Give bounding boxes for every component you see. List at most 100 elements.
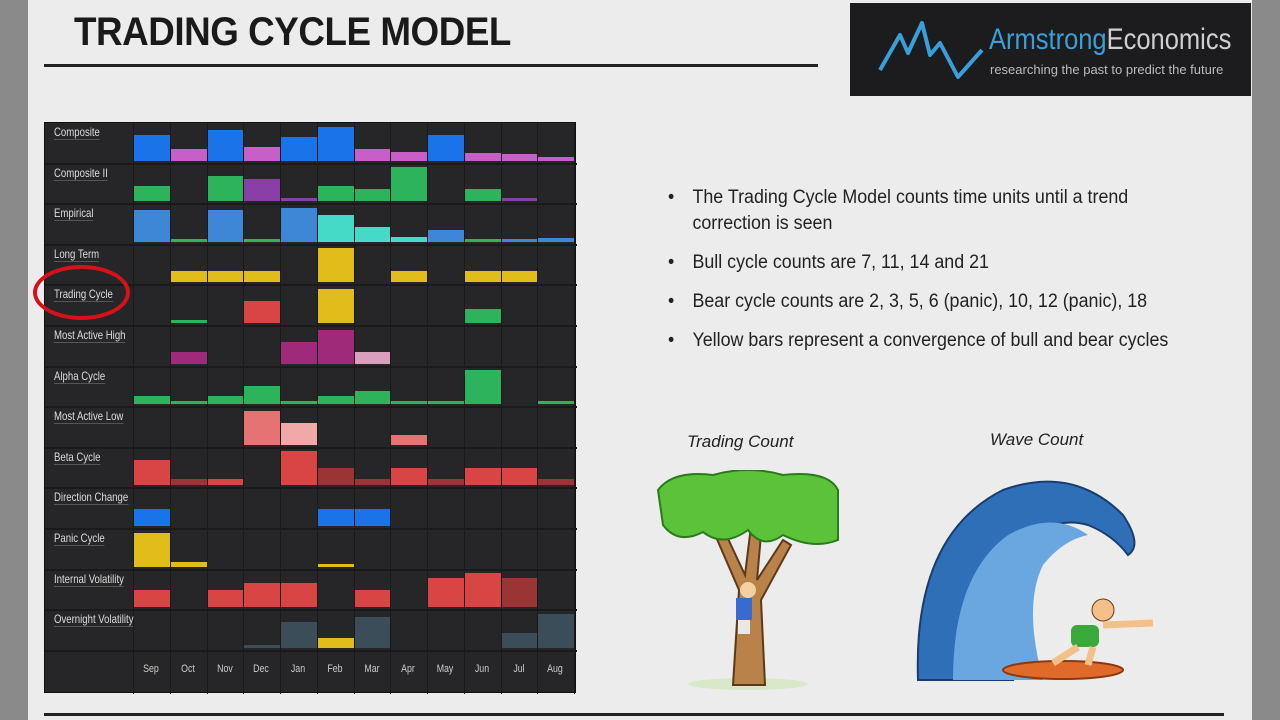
bar-alpha-cycle-jun xyxy=(464,370,501,405)
bar-empirical-dec xyxy=(244,238,280,242)
row-label: Most Active Low xyxy=(54,409,124,425)
bar-trading-cycle-dec xyxy=(244,300,280,323)
bar-empirical-apr xyxy=(391,236,427,242)
row-label: Internal Volatility xyxy=(54,571,124,587)
grid-line-vertical xyxy=(500,123,502,694)
bar-direction-change-feb xyxy=(317,509,354,526)
grid-line-horizontal xyxy=(45,203,577,206)
bar-panic-cycle-feb xyxy=(317,563,354,567)
bar-internal-volatility-jan xyxy=(281,583,317,608)
month-label: Feb xyxy=(327,663,343,675)
grid-line-vertical xyxy=(206,123,208,694)
grid-line-vertical xyxy=(353,123,355,694)
bar-empirical-feb xyxy=(317,214,354,242)
bar-empirical-mar xyxy=(354,226,391,242)
month-label: Jan xyxy=(290,663,306,675)
bar-internal-volatility-jun xyxy=(464,573,501,608)
row-label: Beta Cycle xyxy=(54,449,101,465)
bar-internal-volatility-jul xyxy=(501,578,538,608)
logo-tagline: researching the past to predict the futu… xyxy=(990,62,1224,77)
month-label: May xyxy=(436,663,454,675)
bar-composite-ii-jun xyxy=(464,189,501,202)
bar-composite-oct xyxy=(170,148,207,161)
bar-beta-cycle-sep xyxy=(134,459,170,486)
bar-empirical-aug xyxy=(538,237,574,242)
bar-internal-volatility-may xyxy=(428,578,464,608)
tree-illustration xyxy=(656,470,839,690)
bar-most-active-high-oct xyxy=(170,351,207,364)
bar-alpha-cycle-nov xyxy=(207,395,244,405)
bar-empirical-nov xyxy=(207,209,244,242)
grid-line-vertical xyxy=(133,123,134,694)
bar-alpha-cycle-jan xyxy=(281,401,317,405)
bar-long-term-nov xyxy=(207,270,244,283)
bar-overnight-volatility-jan xyxy=(281,622,317,648)
row-label: Most Active High xyxy=(54,328,126,343)
bar-direction-change-sep xyxy=(134,509,170,526)
grid-line-horizontal xyxy=(45,609,577,612)
grid-line-vertical xyxy=(280,123,281,694)
bar-beta-cycle-jul xyxy=(501,468,538,486)
bar-alpha-cycle-oct xyxy=(170,401,207,405)
highlight-circle xyxy=(33,265,130,320)
bar-long-term-apr xyxy=(391,270,427,283)
month-label: Sep xyxy=(143,663,159,675)
bar-beta-cycle-apr xyxy=(391,468,427,486)
month-label: Nov xyxy=(216,663,233,675)
bar-internal-volatility-sep xyxy=(134,590,170,608)
bullet-item: Bull cycle counts are 7, 11, 14 and 21 xyxy=(668,250,1194,276)
wave-logo-icon xyxy=(878,21,984,79)
grid-line-vertical xyxy=(169,123,171,694)
bar-empirical-oct xyxy=(170,238,207,242)
bar-long-term-jul xyxy=(501,270,538,283)
bar-most-active-high-jan xyxy=(281,341,317,364)
bar-composite-jan xyxy=(281,136,317,161)
bar-beta-cycle-may xyxy=(428,478,464,486)
bar-direction-change-mar xyxy=(354,509,391,526)
grid-line-vertical xyxy=(243,123,245,694)
bar-trading-cycle-jun xyxy=(464,309,501,323)
bar-composite-ii-jul xyxy=(501,197,538,202)
bottom-divider xyxy=(44,713,1224,716)
logo-brand-part1: Armstrong xyxy=(989,23,1107,56)
grid-line-horizontal xyxy=(45,487,577,490)
bar-composite-jul xyxy=(501,154,538,161)
bar-most-active-high-mar xyxy=(354,351,391,364)
row-label: Composite II xyxy=(54,165,108,181)
row-label: Composite xyxy=(54,125,100,140)
month-label: Aug xyxy=(547,663,564,675)
grid-line-vertical xyxy=(537,123,539,694)
armstrong-economics-logo: ArmstrongEconomics researching the past … xyxy=(850,3,1251,96)
bar-composite-jun xyxy=(464,153,501,161)
bar-composite-ii-jan xyxy=(281,197,317,202)
bar-composite-ii-dec xyxy=(244,179,280,202)
bar-composite-apr xyxy=(391,152,427,161)
bar-alpha-cycle-sep xyxy=(134,395,170,405)
bar-composite-dec xyxy=(244,147,280,161)
bar-composite-feb xyxy=(317,126,354,161)
grid-line-horizontal xyxy=(45,243,577,246)
bar-composite-ii-nov xyxy=(207,175,244,202)
bar-beta-cycle-aug xyxy=(538,478,574,486)
month-label: Oct xyxy=(180,663,195,675)
logo-brand-part2: Economics xyxy=(1106,23,1232,56)
bar-composite-may xyxy=(428,135,464,161)
bar-long-term-dec xyxy=(244,270,280,283)
bar-alpha-cycle-dec xyxy=(244,385,280,405)
month-label: Jul xyxy=(512,663,525,675)
bar-alpha-cycle-apr xyxy=(391,401,427,405)
bar-overnight-volatility-dec xyxy=(244,644,280,648)
month-label: Apr xyxy=(401,663,416,675)
bar-long-term-oct xyxy=(170,270,207,283)
bar-most-active-high-feb xyxy=(317,329,354,364)
bullet-item: Bear cycle counts are 2, 3, 5, 6 (panic)… xyxy=(668,289,1194,315)
bar-beta-cycle-feb xyxy=(317,468,354,486)
bar-empirical-may xyxy=(428,229,464,242)
grid-line-vertical xyxy=(463,123,465,694)
trading-count-caption: Trading Count xyxy=(687,432,794,451)
bar-overnight-volatility-jul xyxy=(501,632,538,648)
bar-overnight-volatility-mar xyxy=(354,617,391,648)
bar-composite-ii-sep xyxy=(134,185,170,202)
grid-line-vertical xyxy=(316,123,318,694)
bar-empirical-jun xyxy=(464,238,501,242)
